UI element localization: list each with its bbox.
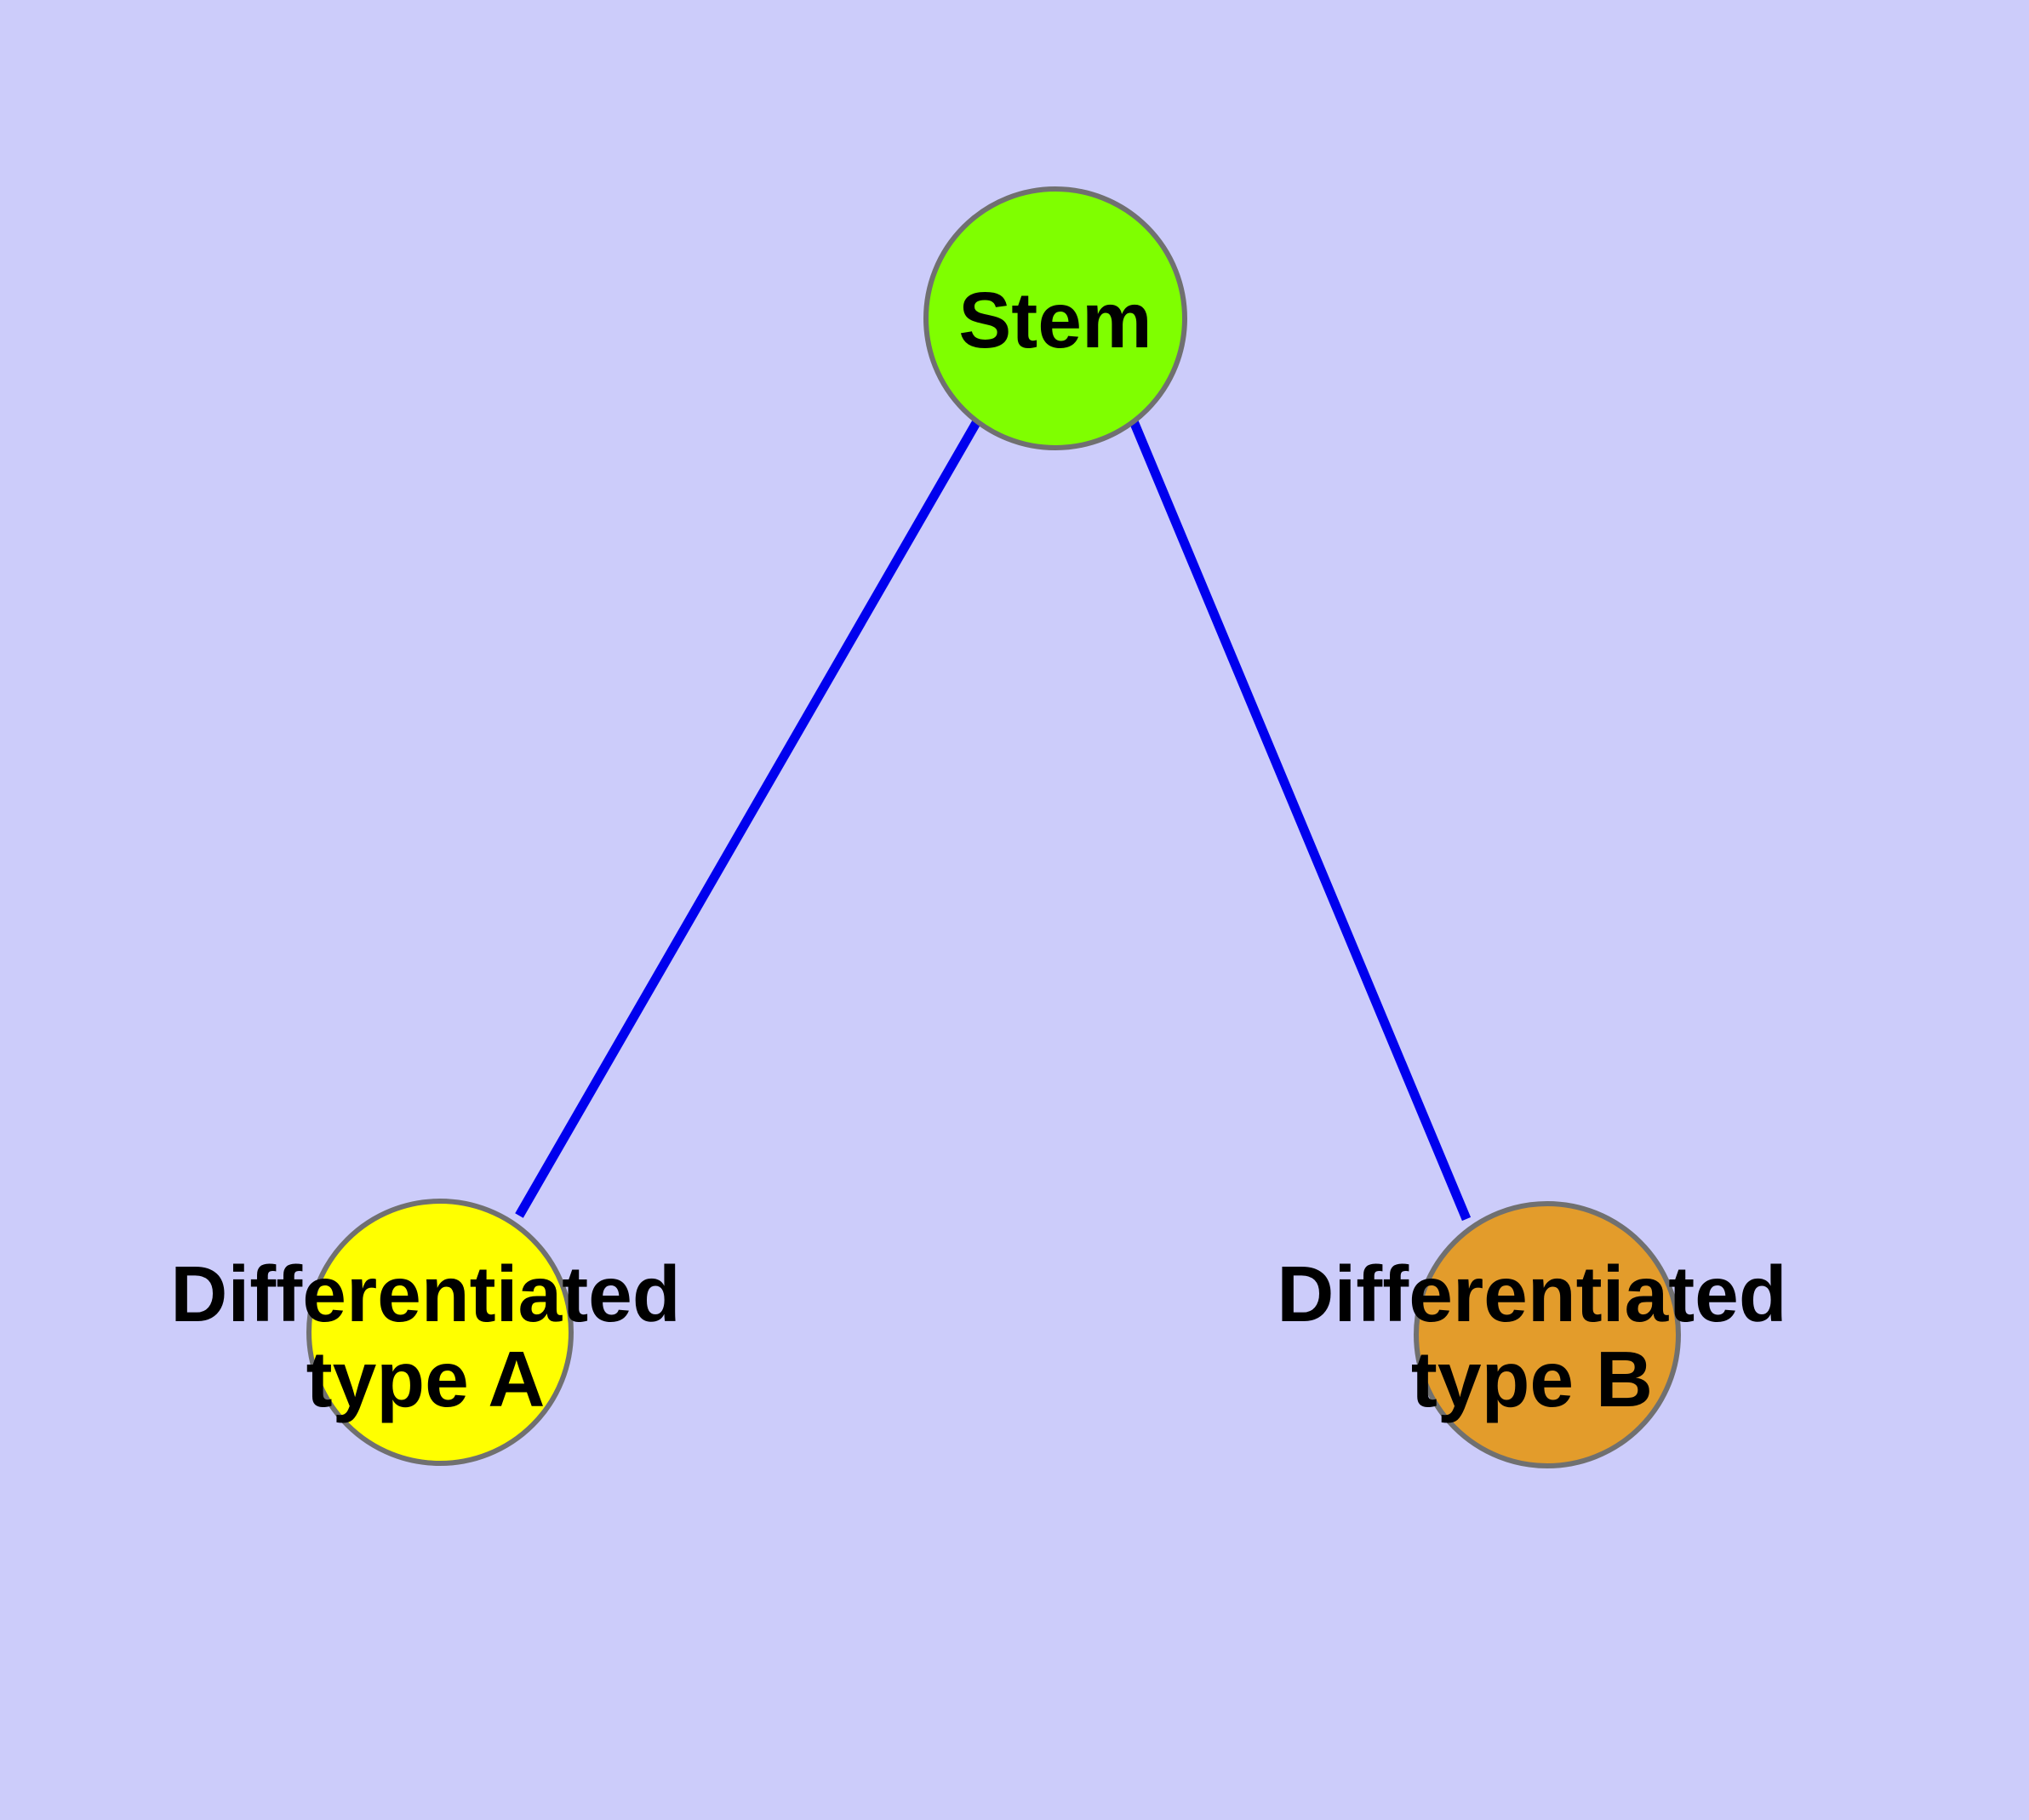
node-label-line: type B (1411, 1335, 1653, 1423)
node-label-line: type A (306, 1335, 546, 1423)
node-label-line: Differentiated (1277, 1250, 1786, 1338)
edge-stem-to-diff-a[interactable] (515, 419, 981, 1218)
node-label-stem: Stem (958, 276, 1152, 364)
edges-layer (515, 419, 1472, 1222)
node-diff-b[interactable] (1414, 1201, 1681, 1468)
node-label-line: Differentiated (170, 1250, 680, 1338)
nodes-layer (306, 186, 1681, 1468)
node-label-line: Stem (958, 276, 1152, 364)
node-stem[interactable] (923, 186, 1187, 450)
edge-stem-to-diff-b[interactable] (1129, 419, 1472, 1222)
node-diff-a[interactable] (306, 1199, 574, 1466)
